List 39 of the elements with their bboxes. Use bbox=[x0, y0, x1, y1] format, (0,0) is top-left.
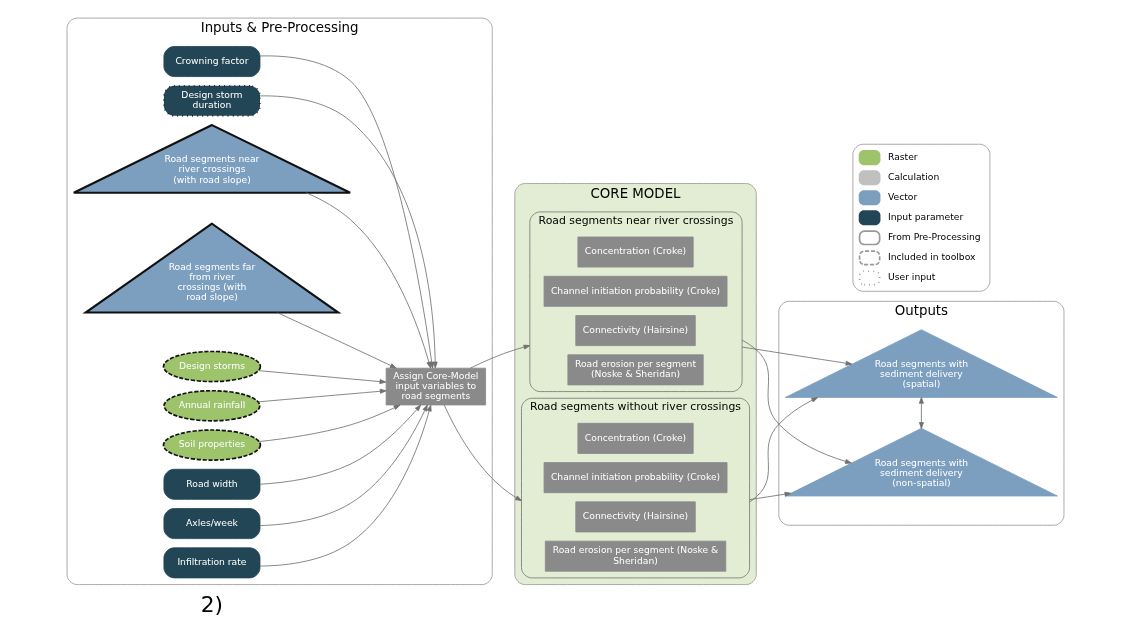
node-box: Design storm duration bbox=[162, 84, 261, 117]
arrow bbox=[259, 404, 421, 485]
legend-label: Input parameter bbox=[887, 211, 963, 223]
arrow bbox=[259, 404, 432, 567]
node-ellipse: Soil properties bbox=[162, 429, 261, 461]
legend-label: Included in toolbox bbox=[887, 251, 975, 263]
arrow bbox=[276, 312, 397, 369]
node-box: Infiltration rate bbox=[163, 547, 260, 579]
arrow bbox=[748, 397, 818, 503]
node-ellipse: Annual rainfall bbox=[162, 389, 261, 422]
arrow bbox=[741, 339, 852, 464]
node-ellipse: Design storms bbox=[162, 350, 261, 383]
arrow bbox=[259, 404, 428, 526]
node-box: Connectivity (Hairsine) bbox=[574, 315, 696, 347]
node-box: Assign Core-Model input variables to road segments bbox=[385, 367, 486, 406]
node-box: Concentration (Croke) bbox=[576, 422, 694, 454]
legend-label: User input bbox=[887, 271, 935, 283]
arrow bbox=[741, 346, 852, 366]
node-box: Axles/week bbox=[163, 508, 260, 540]
arrow bbox=[258, 404, 400, 442]
legend-label: Raster bbox=[887, 150, 918, 162]
legend-label: From Pre-Processing bbox=[887, 231, 981, 243]
arrow bbox=[918, 397, 924, 429]
node-box: Road width bbox=[163, 468, 260, 500]
legend-label: Calculation bbox=[887, 171, 939, 183]
arrow bbox=[257, 370, 386, 385]
node-box: Road erosion per segment (Noske & Sheridan) bbox=[544, 540, 726, 572]
arrow bbox=[469, 344, 530, 369]
node-box: Road erosion per segment (Noske & Sheridan) bbox=[566, 354, 704, 386]
node-box: Concentration (Croke) bbox=[576, 236, 694, 268]
node-box: Channel initiation probability (Croke) bbox=[543, 275, 727, 307]
label: 2) bbox=[200, 592, 223, 618]
node-box: Channel initiation probability (Croke) bbox=[543, 462, 727, 494]
arrow bbox=[748, 491, 791, 501]
node-box: Crowning factor bbox=[163, 46, 260, 77]
legend-label: Vector bbox=[887, 191, 917, 203]
arrow bbox=[443, 404, 522, 502]
arrow bbox=[257, 388, 387, 403]
node-box: Connectivity (Hairsine) bbox=[574, 501, 696, 533]
